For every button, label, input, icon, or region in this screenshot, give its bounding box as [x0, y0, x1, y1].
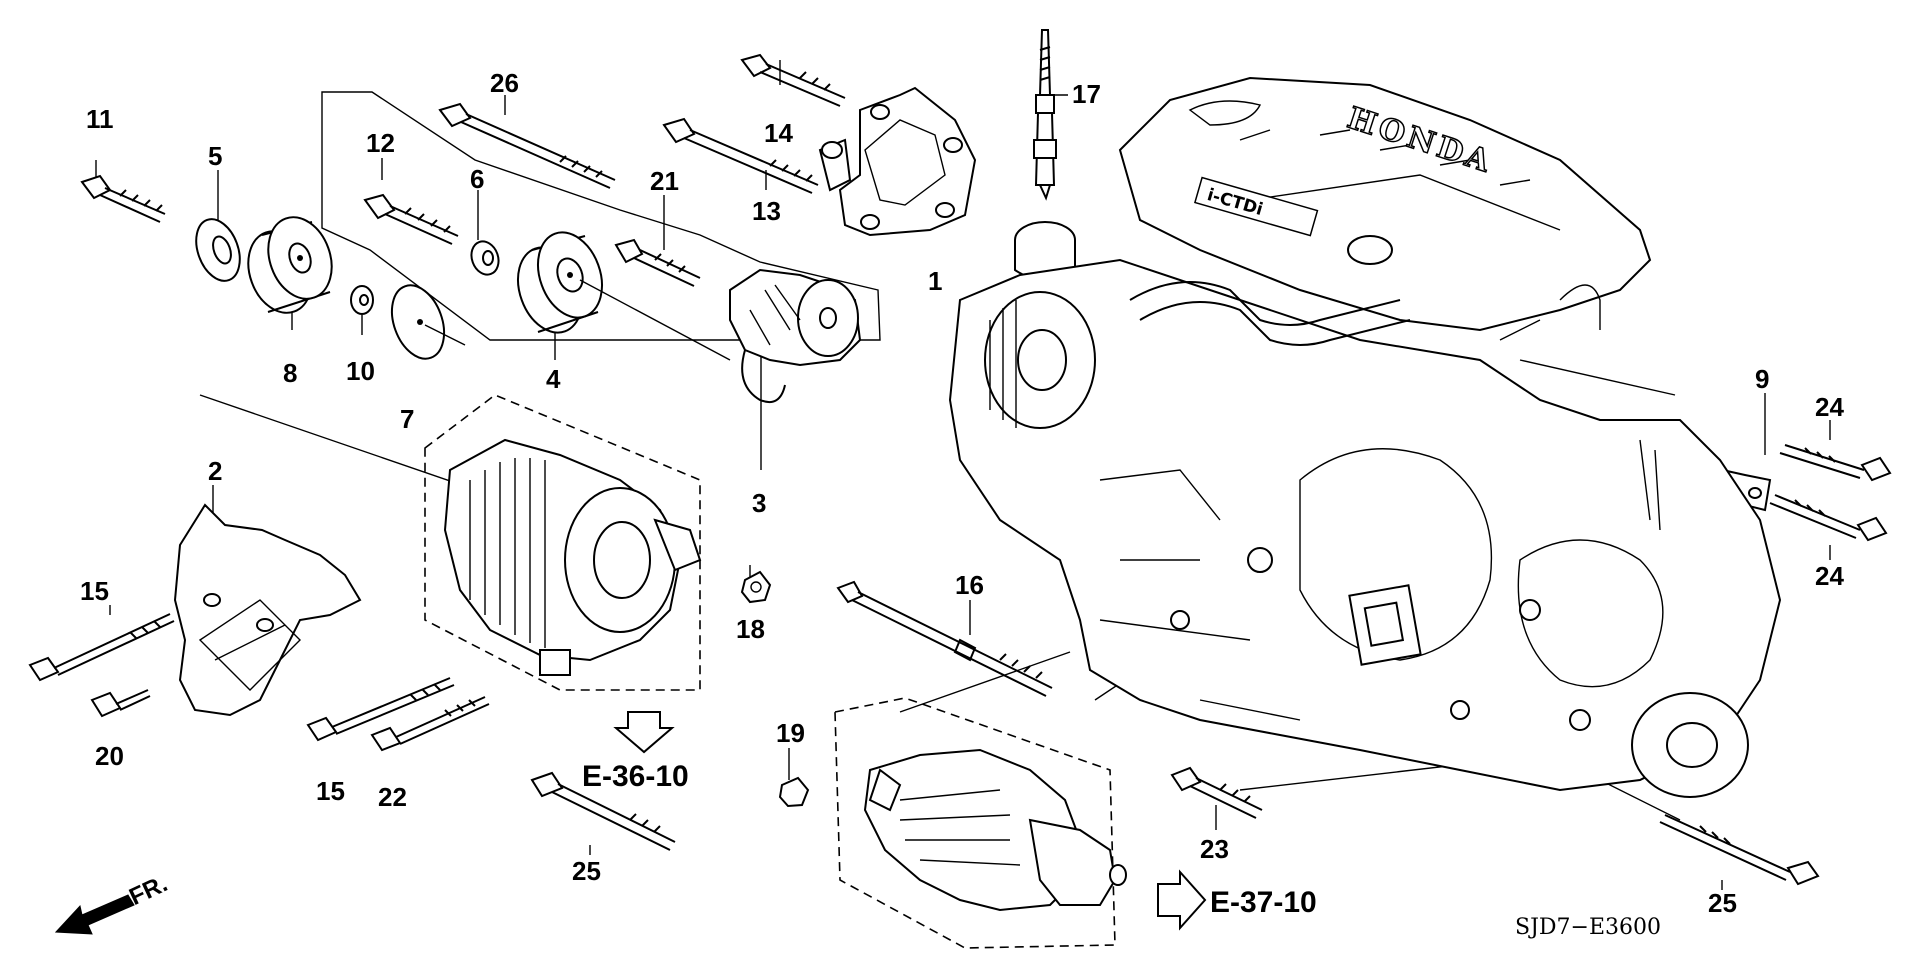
callout-24-lower[interactable]: 24	[1815, 561, 1844, 591]
callout-11[interactable]: 11	[86, 104, 114, 134]
alternator-group-outline	[424, 394, 701, 691]
callout-14[interactable]: 14	[764, 118, 793, 148]
callout-16[interactable]: 16	[955, 570, 984, 600]
callout-7[interactable]: 7	[400, 404, 414, 434]
stud-bolt-16-icon	[836, 580, 1053, 697]
engine-assembly-icon: HONDA i-CTDi	[948, 76, 1782, 798]
starter-motor-icon	[863, 748, 1127, 912]
bracket-1-icon	[818, 86, 977, 237]
bolt-15a-icon	[28, 613, 175, 682]
pulley-cover-7-icon	[390, 284, 466, 360]
callout-10[interactable]: 10	[346, 356, 375, 386]
callout-1[interactable]: 1	[928, 266, 942, 296]
washer-5-icon	[195, 218, 241, 282]
idler-pulley-8-icon	[247, 216, 333, 314]
bolt-13-icon	[662, 117, 819, 194]
spacer-10-icon	[350, 285, 374, 315]
diagram-code: SJD7−E3600	[1515, 915, 1661, 940]
callout-17[interactable]: 17	[1072, 79, 1101, 109]
alternator-reference-label[interactable]: E-36-10	[582, 760, 689, 793]
bolt-23-icon	[1170, 766, 1263, 819]
bolt-11-icon	[80, 174, 166, 223]
callout-6[interactable]: 6	[470, 164, 484, 194]
bolt-24a-icon	[1779, 444, 1892, 482]
callout-8[interactable]: 8	[283, 358, 297, 388]
callout-15-lower[interactable]: 15	[316, 776, 345, 806]
callout-20[interactable]: 20	[95, 741, 124, 771]
nut-18-icon	[740, 570, 772, 604]
callout-19[interactable]: 19	[776, 718, 805, 748]
alternator-icon	[443, 438, 702, 676]
callout-5[interactable]: 5	[208, 141, 222, 171]
bolt-22-icon	[370, 696, 490, 752]
bolt-25b-icon	[1659, 814, 1820, 886]
glow-plug-17-icon	[1033, 29, 1057, 201]
callout-18[interactable]: 18	[736, 614, 765, 644]
bolt-15b-icon	[306, 677, 455, 742]
tensioner-group-outline	[321, 91, 881, 341]
callout-23[interactable]: 23	[1200, 834, 1229, 864]
callout-22[interactable]: 22	[378, 782, 407, 812]
callout-13[interactable]: 13	[752, 196, 781, 226]
callout-25-left[interactable]: 25	[572, 856, 601, 886]
callout-2[interactable]: 2	[208, 456, 222, 486]
starter-reference-label[interactable]: E-37-10	[1210, 886, 1317, 919]
callout-4[interactable]: 4	[546, 364, 561, 394]
bolt-24b-icon	[1769, 494, 1888, 542]
front-direction-arrow-icon: FR.	[54, 870, 172, 935]
starter-reference-arrow-icon	[1157, 869, 1207, 931]
callout-15-left[interactable]: 15	[80, 576, 109, 606]
callout-numbers: 11 5 8 10 7 12 6 4 26 21 14 13 1 17 3 2 …	[80, 68, 1844, 918]
bolt-12-icon	[363, 193, 459, 245]
washer-6-icon	[470, 240, 500, 276]
callout-9[interactable]: 9	[1755, 364, 1769, 394]
nut-19-icon	[778, 776, 810, 808]
alternator-reference-arrow-icon	[613, 711, 675, 754]
bolt-21-icon	[614, 238, 701, 287]
callout-12[interactable]: 12	[366, 128, 395, 158]
bolt-25a-icon	[530, 771, 676, 851]
callout-25-right[interactable]: 25	[1708, 888, 1737, 918]
callout-26[interactable]: 26	[490, 68, 519, 98]
alternator-bracket-2-icon	[173, 503, 362, 717]
idler-pulley-4-icon	[517, 231, 731, 361]
bolt-14-icon	[740, 53, 846, 107]
starter-group-outline	[834, 697, 1116, 949]
bolt-20-icon	[90, 689, 151, 718]
callout-21[interactable]: 21	[650, 166, 679, 196]
callout-24-upper[interactable]: 24	[1815, 392, 1844, 422]
callout-3[interactable]: 3	[752, 488, 766, 518]
long-bolt-26-icon	[438, 102, 616, 189]
auto-tensioner-3-icon	[729, 268, 862, 404]
